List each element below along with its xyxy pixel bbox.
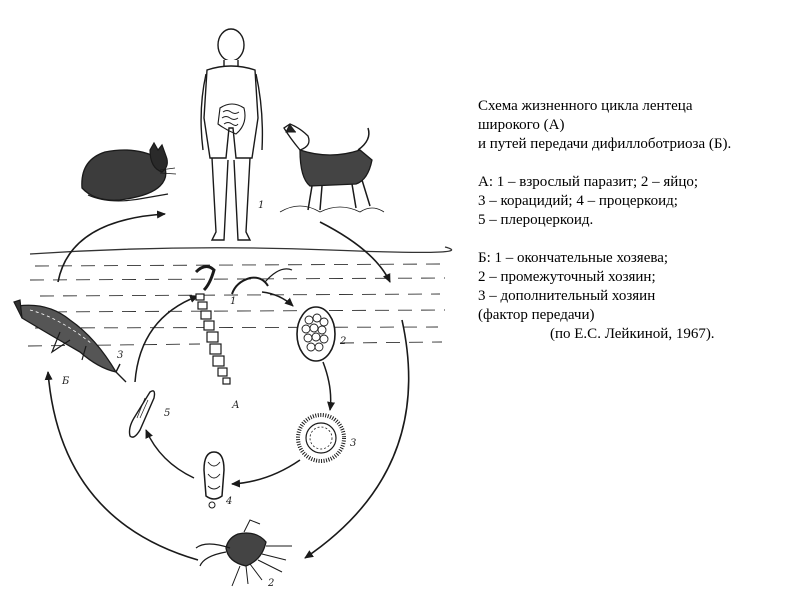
egg [296, 306, 336, 362]
water-area [27, 246, 453, 347]
adult-tapeworm [194, 265, 293, 385]
caption-part-b-line-1: Б: 1 – окончательные хозяева; [478, 250, 669, 266]
caption-part-a-line-2: 3 – корацидий; 4 – процеркоид; [478, 193, 678, 209]
caption-part-b-line-2: 2 – промежуточный хозяин; [478, 269, 656, 285]
label-plerocercoid-5: 5 [164, 408, 170, 419]
label-egg-2: 2 [339, 336, 346, 347]
procercoid [203, 451, 225, 509]
arrow-adult-to-egg [261, 291, 294, 307]
label-fish-3: 3 [117, 350, 123, 361]
caption-title-line-2: широкого (А) [478, 117, 565, 133]
outer-cycle-arrows [44, 210, 410, 561]
inner-cycle-arrows [134, 291, 336, 488]
label-adult-1: 1 [230, 296, 236, 307]
caption-part-a-line-3: 5 – плероцеркоид. [478, 212, 594, 228]
caption-title-line-1: Схема жизненного цикла лентеца [478, 98, 693, 114]
arrow-coracidium-to-procercoid [231, 459, 301, 488]
arrow-plerocercoid-to-adult [134, 295, 199, 383]
label-host-1: 1 [258, 200, 264, 211]
arrow-egg-to-coracidium [322, 361, 336, 411]
arrow-procercoid-to-plerocercoid [145, 429, 195, 479]
copepod [195, 519, 292, 587]
caption-part-a-line-1: А: 1 – взрослый паразит; 2 – яйцо; [478, 174, 699, 190]
dog-figure [279, 123, 385, 213]
plerocercoid [128, 390, 156, 438]
label-outer-b: Б [61, 376, 70, 387]
label-coracidium-3: 3 [350, 438, 356, 449]
cat-figure [81, 141, 177, 202]
arrow-crustacean-to-fish [44, 371, 199, 561]
arrow-host-to-water [319, 221, 391, 283]
label-crustacean-2: 2 [267, 578, 274, 589]
arrow-water-to-crustacean [304, 319, 410, 559]
human-figure [200, 28, 264, 241]
arrow-fish-to-host [57, 210, 166, 283]
caption-source: (по Е.С. Лейкиной, 1967). [550, 326, 715, 342]
figure-caption: Схема жизненного цикла лентеца широкого … [478, 97, 788, 344]
pike-fish [13, 299, 127, 383]
caption-part-b-line-4: (фактор передачи) [478, 307, 595, 323]
water-surface-line [29, 246, 453, 255]
coracidium [296, 413, 346, 463]
label-procercoid-4: 4 [225, 496, 232, 507]
caption-title-line-3: и путей передачи дифиллоботриоза (Б). [478, 136, 732, 152]
label-inner-a: А [231, 400, 240, 411]
caption-part-b-line-3: 3 – дополнительный хозяин [478, 288, 656, 304]
